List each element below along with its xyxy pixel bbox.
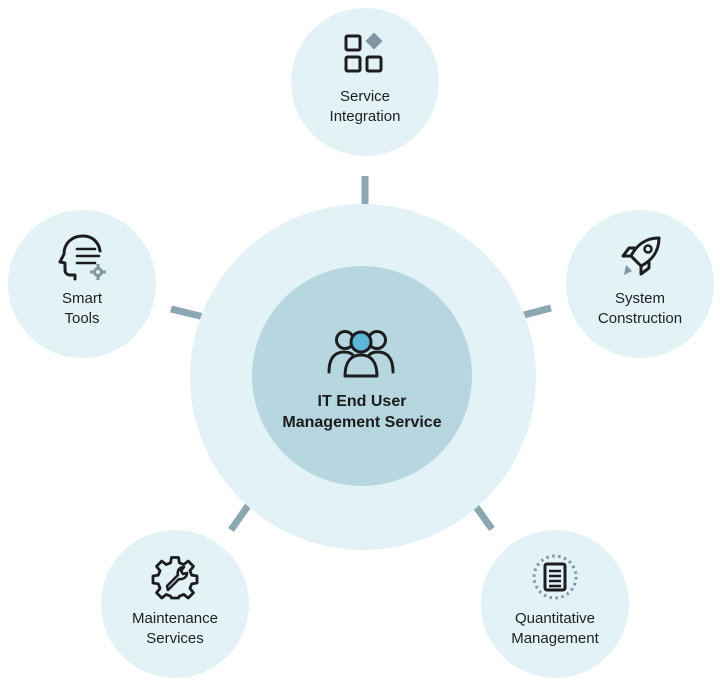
node-label-line2: Tools — [64, 310, 100, 327]
node-service-integration[interactable]: Service Integration — [291, 8, 439, 156]
node-quantitative-management[interactable]: Quantitative Management — [481, 530, 629, 678]
center-title: IT End User Management Service — [252, 391, 472, 433]
gear-wrench-icon — [151, 556, 199, 600]
center-title-line1: IT End User — [317, 393, 407, 410]
node-label-line2: Services — [146, 630, 204, 647]
users-group-icon — [327, 330, 395, 378]
node-system-construction[interactable]: System Construction — [566, 210, 714, 358]
node-label: System Construction — [566, 289, 714, 329]
node-label-line1: Quantitative — [514, 610, 596, 627]
node-label-line1: System — [614, 290, 665, 307]
node-label: Smart Tools — [8, 289, 156, 329]
node-label-line2: Construction — [597, 310, 683, 327]
rocket-icon — [621, 236, 661, 276]
node-label-line1: Smart — [61, 290, 102, 307]
node-label: Service Integration — [291, 87, 439, 127]
ai-head-gear-icon — [58, 234, 106, 281]
node-label-line1: Maintenance — [132, 610, 218, 627]
document-list-icon — [532, 554, 578, 600]
grid-blocks-icon — [344, 32, 383, 73]
node-label-line2: Integration — [329, 108, 401, 125]
node-smart-tools[interactable]: Smart Tools — [8, 210, 156, 358]
center-title-line2: Management Service — [282, 414, 442, 431]
node-label: Quantitative Management — [481, 609, 629, 649]
node-label: Maintenance Services — [101, 609, 249, 649]
node-label-line1: Service — [339, 88, 391, 105]
node-label-line2: Management — [511, 630, 599, 647]
node-maintenance-services[interactable]: Maintenance Services — [101, 530, 249, 678]
